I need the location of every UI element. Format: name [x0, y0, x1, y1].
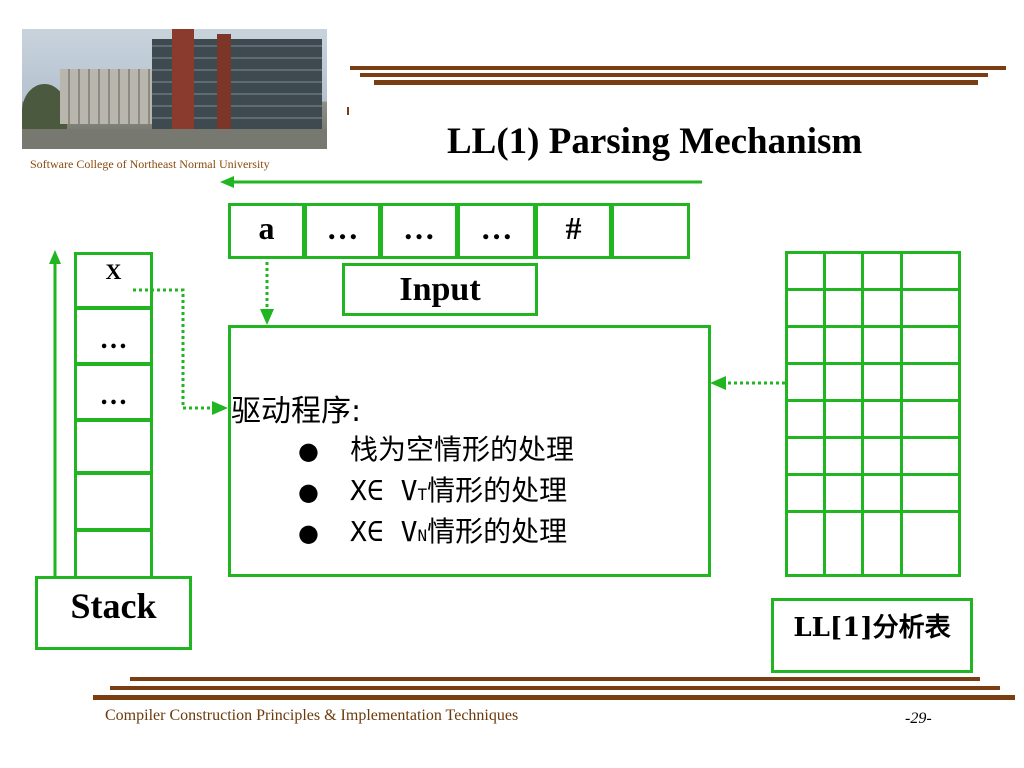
college-building-photo — [22, 29, 327, 149]
bottom-rule-1 — [130, 677, 980, 681]
driver-program-title: 驱动程序: — [231, 394, 362, 429]
input-cell: a — [228, 203, 305, 259]
input-cell — [611, 203, 690, 259]
stack-growth-arrowhead — [49, 250, 61, 264]
bottom-rule-3 — [93, 695, 1015, 700]
input-cell: … — [380, 203, 458, 259]
driver-item-prefix: X∈ V — [350, 474, 418, 507]
driver-item-suffix: 情形的处理 — [427, 515, 568, 548]
course-name: Compiler Construction Principles & Imple… — [105, 707, 519, 724]
college-name: Software College of Northeast Normal Uni… — [30, 157, 270, 171]
stack-cell: X — [74, 252, 153, 309]
bullet-icon: ● — [298, 478, 319, 506]
stack-cell — [74, 472, 153, 531]
driver-item-subscript: N — [417, 526, 428, 545]
bullet-icon: ● — [298, 519, 319, 547]
bullet-icon: ● — [298, 437, 319, 465]
top-rule-3 — [374, 80, 978, 85]
stack-label: Stack — [35, 576, 192, 650]
input-direction-arrowhead — [220, 176, 234, 188]
stack-top-dotted — [133, 288, 212, 410]
input-pointer-arrowhead — [260, 309, 274, 325]
driver-program-box — [228, 325, 711, 577]
input-cell: … — [304, 203, 381, 259]
stack-cell — [74, 529, 153, 579]
slide-title: LL(1) Parsing Mechanism — [447, 121, 863, 162]
top-rule-2 — [360, 73, 988, 77]
stack-cell: … — [74, 363, 153, 421]
driver-item-subscript: T — [417, 485, 428, 504]
top-rule-1 — [350, 66, 1006, 70]
driver-item-suffix: 情形的处理 — [427, 474, 568, 507]
table-arrowhead — [710, 376, 726, 390]
stack-cell — [74, 419, 153, 474]
driver-item-prefix: X∈ V — [350, 515, 418, 548]
bottom-rule-2 — [110, 686, 1000, 690]
parsing-table-label: LL[1]分析表 — [771, 598, 973, 673]
stack-top-arrowhead — [212, 401, 228, 415]
input-cell: … — [457, 203, 536, 259]
stack-cell: … — [74, 307, 153, 365]
input-cell: # — [535, 203, 612, 259]
page-number: -29- — [905, 710, 932, 727]
title-tick — [347, 107, 349, 115]
input-label: Input — [342, 263, 538, 316]
driver-item-empty-stack: ● 栈为空情形的处理 — [298, 428, 574, 468]
driver-item-text: 栈为空情形的处理 — [350, 433, 575, 466]
